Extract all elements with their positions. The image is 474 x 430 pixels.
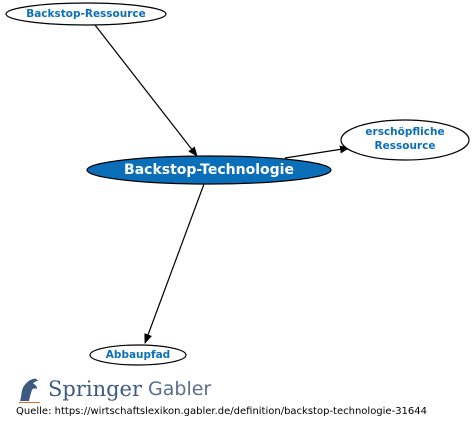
node-backstop-technologie-label: Backstop-Technologie xyxy=(124,162,294,178)
springer-horse-icon xyxy=(19,378,40,403)
source-label: Quelle: xyxy=(16,406,52,417)
node-backstop-ressource-label: Backstop-Ressource xyxy=(26,8,146,20)
brand-gabler: Gabler xyxy=(148,378,212,400)
source-line: Quelle: https://wirtschaftslexikon.gable… xyxy=(16,406,427,417)
edge-technologie-to-erschoepfliche xyxy=(284,145,350,159)
node-erschoepfliche-ressource-line2: Ressource xyxy=(375,140,436,152)
edge-ressource-to-technologie xyxy=(94,24,198,157)
brand-springer: Springer xyxy=(48,377,143,401)
node-abbaupfad[interactable]: Abbaupfad xyxy=(89,344,187,366)
concept-diagram: Backstop-Ressource Backstop-Technologie … xyxy=(5,2,470,366)
springer-gabler-logo[interactable]: Springer Gabler xyxy=(16,374,211,404)
source-url[interactable]: https://wirtschaftslexikon.gabler.de/def… xyxy=(54,406,428,417)
node-abbaupfad-label: Abbaupfad xyxy=(106,349,170,361)
node-backstop-technologie[interactable]: Backstop-Technologie xyxy=(86,155,332,185)
node-erschoepfliche-ressource[interactable]: erschöpfliche Ressource xyxy=(340,119,470,161)
node-erschoepfliche-ressource-line1: erschöpfliche xyxy=(365,126,444,138)
node-backstop-ressource[interactable]: Backstop-Ressource xyxy=(5,2,167,26)
edge-technologie-to-abbaupfad xyxy=(144,183,205,344)
